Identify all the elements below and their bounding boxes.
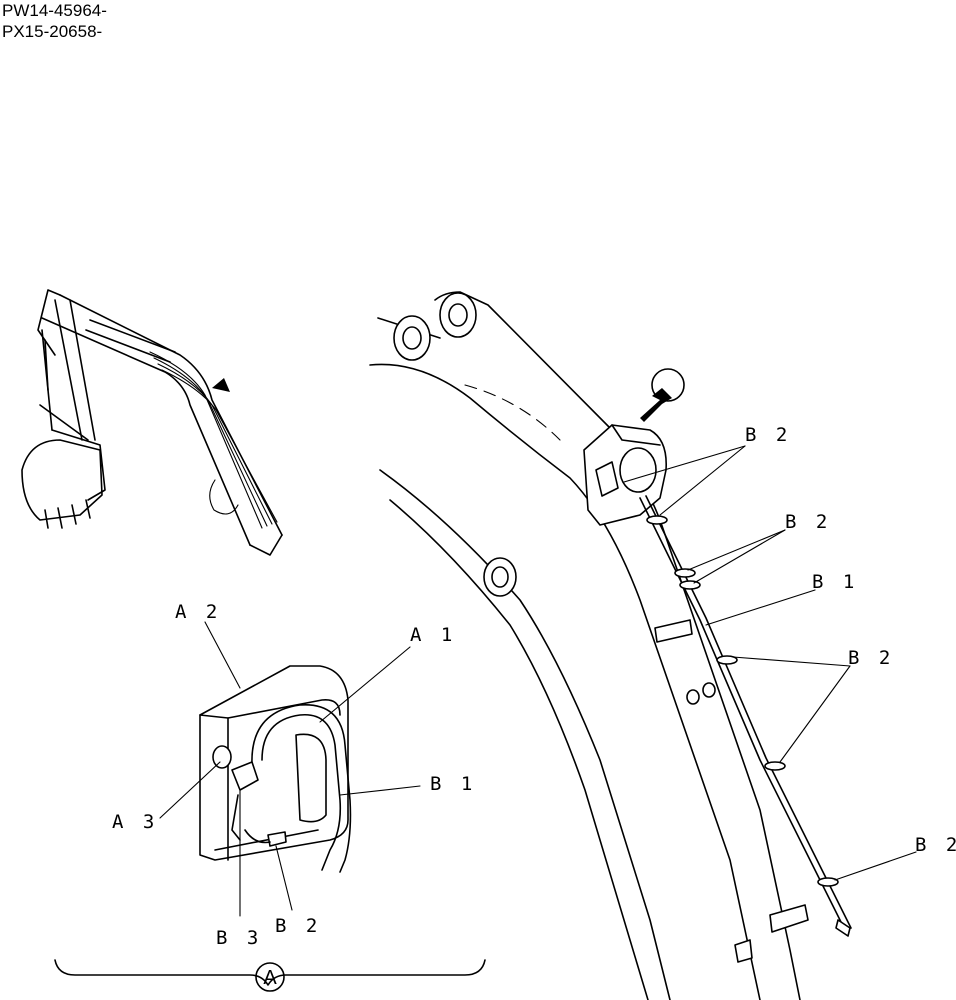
label-b2-right-2: B 2	[785, 511, 831, 533]
label-a3: A 3	[112, 811, 158, 833]
serial-number-1: PW14-45964-	[2, 1, 107, 20]
detail-view-a	[54, 621, 486, 986]
detail-marker-label: A	[263, 967, 277, 989]
detail-marker-circle	[255, 962, 285, 992]
label-b3: B 3	[216, 927, 262, 949]
label-a1: A 1	[410, 624, 456, 646]
label-b2-right-3: B 2	[848, 647, 894, 669]
label-a2: A 2	[175, 601, 221, 623]
excavator-overview	[21, 289, 283, 556]
label-b2-detail: B 2	[275, 915, 321, 937]
label-b1-detail: B 1	[430, 773, 476, 795]
serial-number-2: PX15-20658-	[2, 22, 103, 41]
label-b2-right-4: B 2	[915, 834, 956, 856]
boom-closeup	[369, 291, 917, 1000]
label-b1-right: B 1	[812, 571, 858, 593]
label-b2-right-1: B 2	[745, 424, 791, 446]
